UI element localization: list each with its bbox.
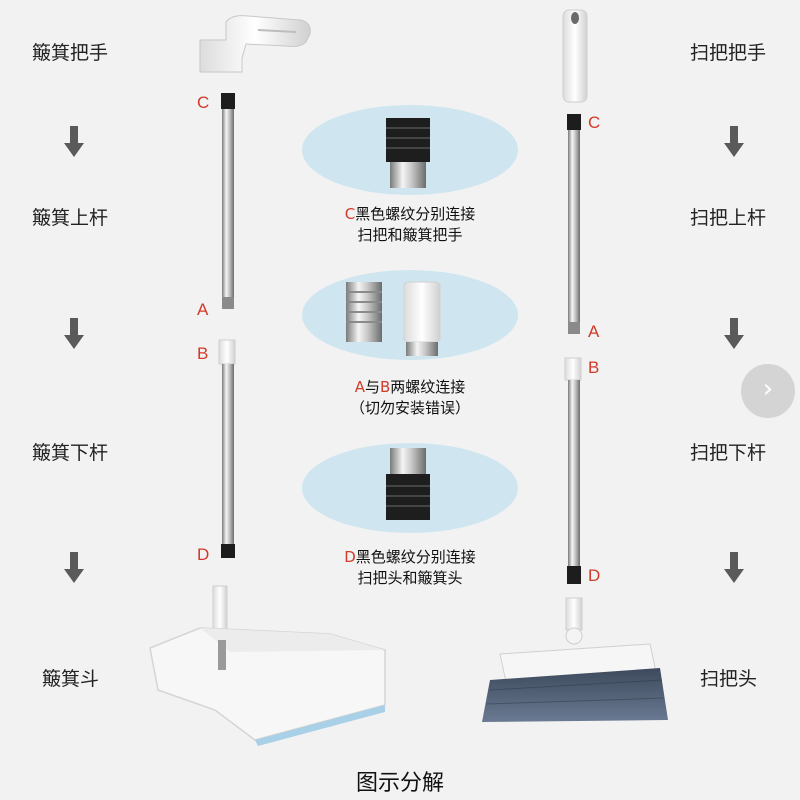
label-broom-handle: 扫把把手 [690, 42, 767, 64]
note-c-line1: C黑色螺纹分别连接 [344, 205, 476, 223]
note-d-line2: 扫把头和簸箕头 [357, 569, 463, 587]
joint-letter-b-right: B [588, 358, 600, 377]
label-broom-upper-rod: 扫把上杆 [690, 207, 767, 229]
broom-head [482, 597, 668, 722]
note-c-line2: 扫把和簸箕把手 [357, 226, 463, 244]
next-image-button[interactable]: › [741, 364, 795, 418]
label-dustpan-head: 簸箕斗 [42, 668, 100, 690]
label-dustpan-handle: 簸箕把手 [32, 42, 109, 64]
dustpan-bin [149, 585, 386, 746]
note-d-line1: D黑色螺纹分别连接 [344, 548, 476, 566]
callout-d-bubble [302, 443, 518, 533]
note-d: D黑色螺纹分别连接 扫把头和簸箕头 [280, 547, 540, 589]
joint-letter-a-left: A [197, 300, 209, 319]
note-ab-line2: （切勿安装错误） [349, 399, 470, 417]
dustpan-handle [199, 15, 311, 73]
note-c: C黑色螺纹分别连接 扫把和簸箕把手 [280, 204, 540, 246]
broom-upper-rod [567, 114, 581, 334]
label-broom-head: 扫把头 [700, 668, 758, 690]
dustpan-upper-rod [221, 93, 235, 309]
figure-caption: 图示分解 [355, 771, 444, 796]
label-dustpan-lower-rod: 簸箕下杆 [32, 442, 109, 464]
broom-lower-rod [564, 357, 582, 584]
note-ab: A与B两螺纹连接 （切勿安装错误） [280, 377, 540, 419]
joint-letter-a-right: A [588, 322, 600, 341]
callout-ab-bubble [302, 270, 518, 360]
broom-handle [562, 9, 588, 103]
joint-letter-d-right: D [588, 566, 601, 585]
chevron-right-icon: › [762, 374, 774, 404]
label-dustpan-upper-rod: 簸箕上杆 [32, 207, 109, 229]
joint-letter-b-left: B [197, 344, 209, 363]
joint-letter-c-left: C [197, 93, 210, 112]
label-broom-lower-rod: 扫把下杆 [690, 442, 767, 464]
note-ab-line1: A与B两螺纹连接 [354, 378, 466, 396]
callout-c-bubble [302, 105, 518, 195]
dustpan-lower-rod [218, 339, 236, 558]
joint-letter-c-right: C [588, 113, 601, 132]
joint-letter-d-left: D [197, 545, 210, 564]
